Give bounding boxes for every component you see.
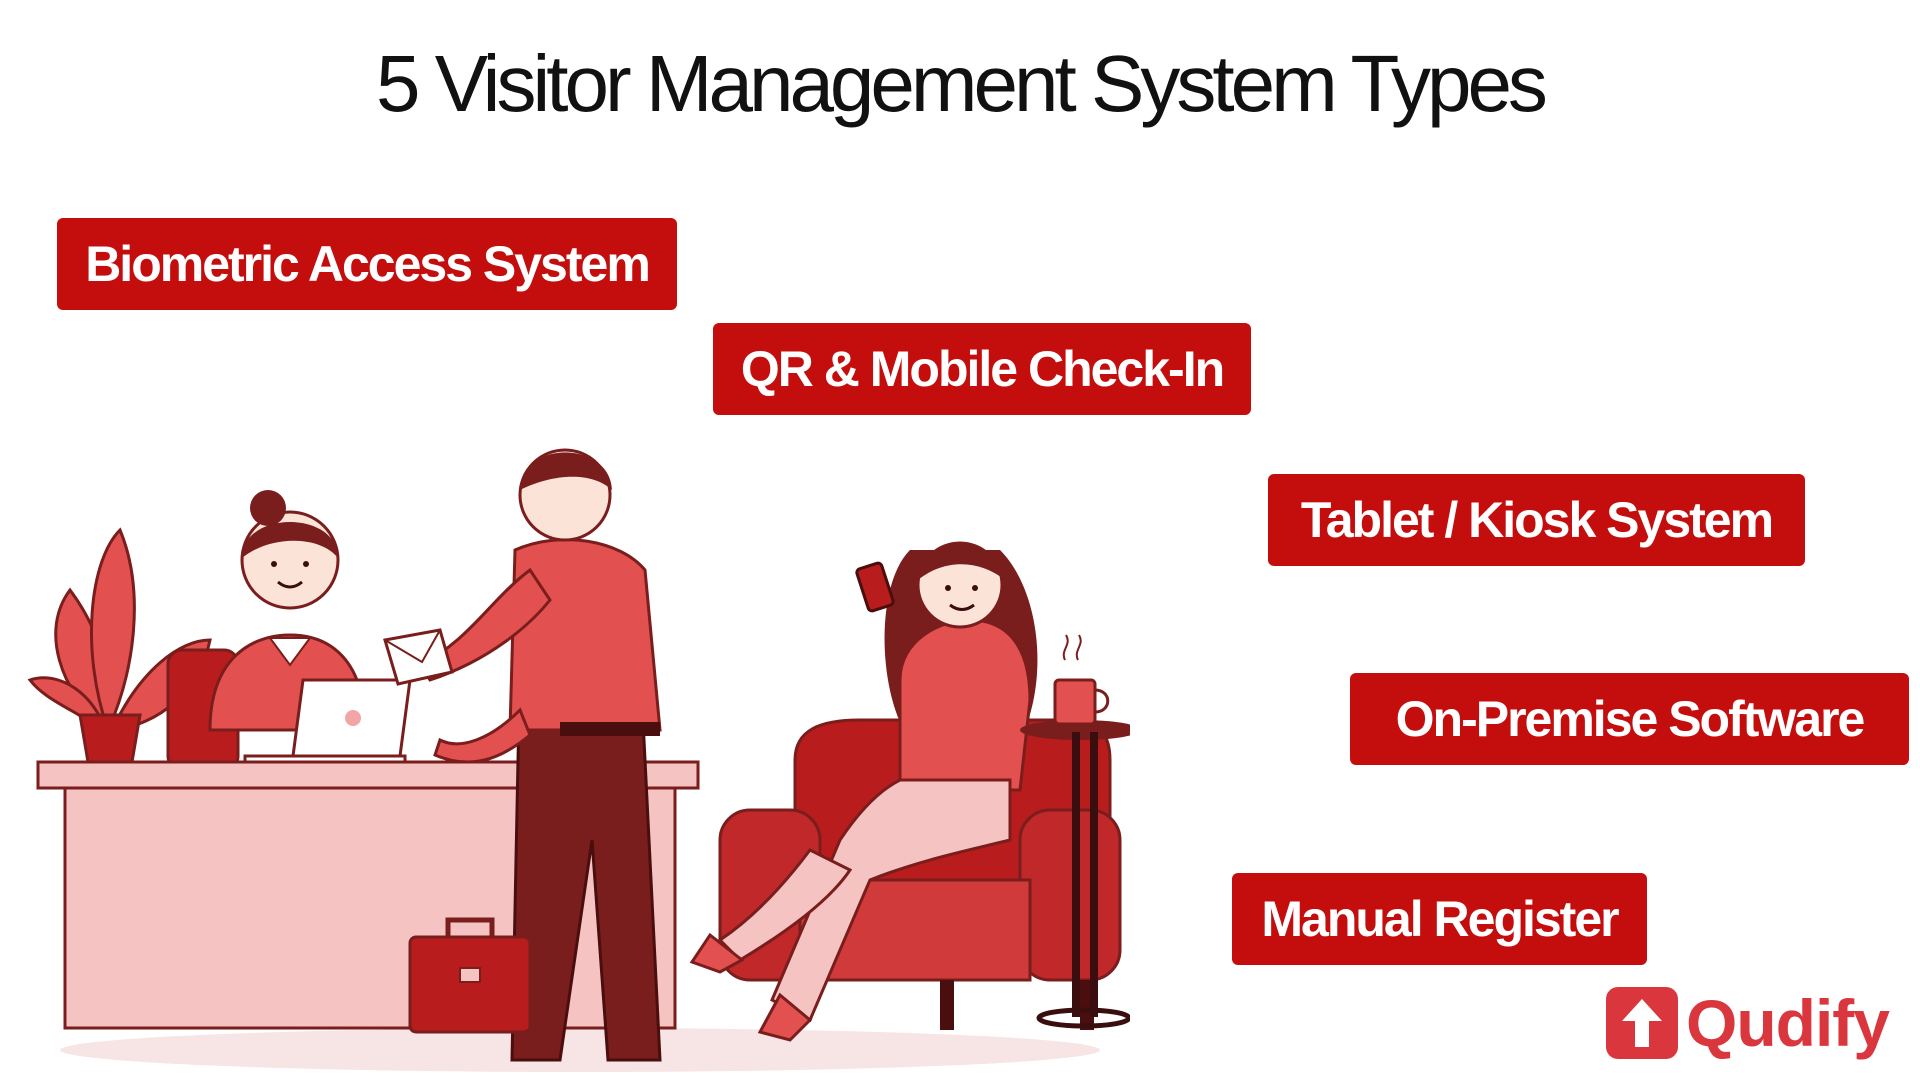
visitor-man-figure: [383, 448, 662, 1062]
coffee-cup-icon: [1053, 634, 1110, 726]
upload-arrow-icon: [1606, 987, 1678, 1059]
type-tag-qr-mobile-checkin: QR & Mobile Check-In: [713, 323, 1251, 415]
reception-illustration: [27, 448, 1130, 1072]
brand-name: Qudify: [1686, 986, 1890, 1060]
brand-logo: Qudify: [1604, 983, 1890, 1063]
envelope-icon: [383, 628, 454, 686]
type-tag-manual-register: Manual Register: [1232, 873, 1647, 965]
briefcase-icon: [408, 917, 532, 1034]
side-table: [1020, 720, 1130, 1029]
seated-woman-figure: [689, 541, 1038, 1042]
type-tag-tablet-kiosk: Tablet / Kiosk System: [1268, 474, 1805, 566]
page-title: 5 Visitor Management System Types: [376, 39, 1548, 128]
receptionist-figure: [208, 490, 367, 732]
type-tag-on-premise-software: On-Premise Software: [1350, 673, 1909, 765]
phone-icon: [855, 561, 895, 613]
type-tag-biometric-access: Biometric Access System: [57, 218, 677, 310]
floor-shadow: [60, 1028, 1100, 1072]
